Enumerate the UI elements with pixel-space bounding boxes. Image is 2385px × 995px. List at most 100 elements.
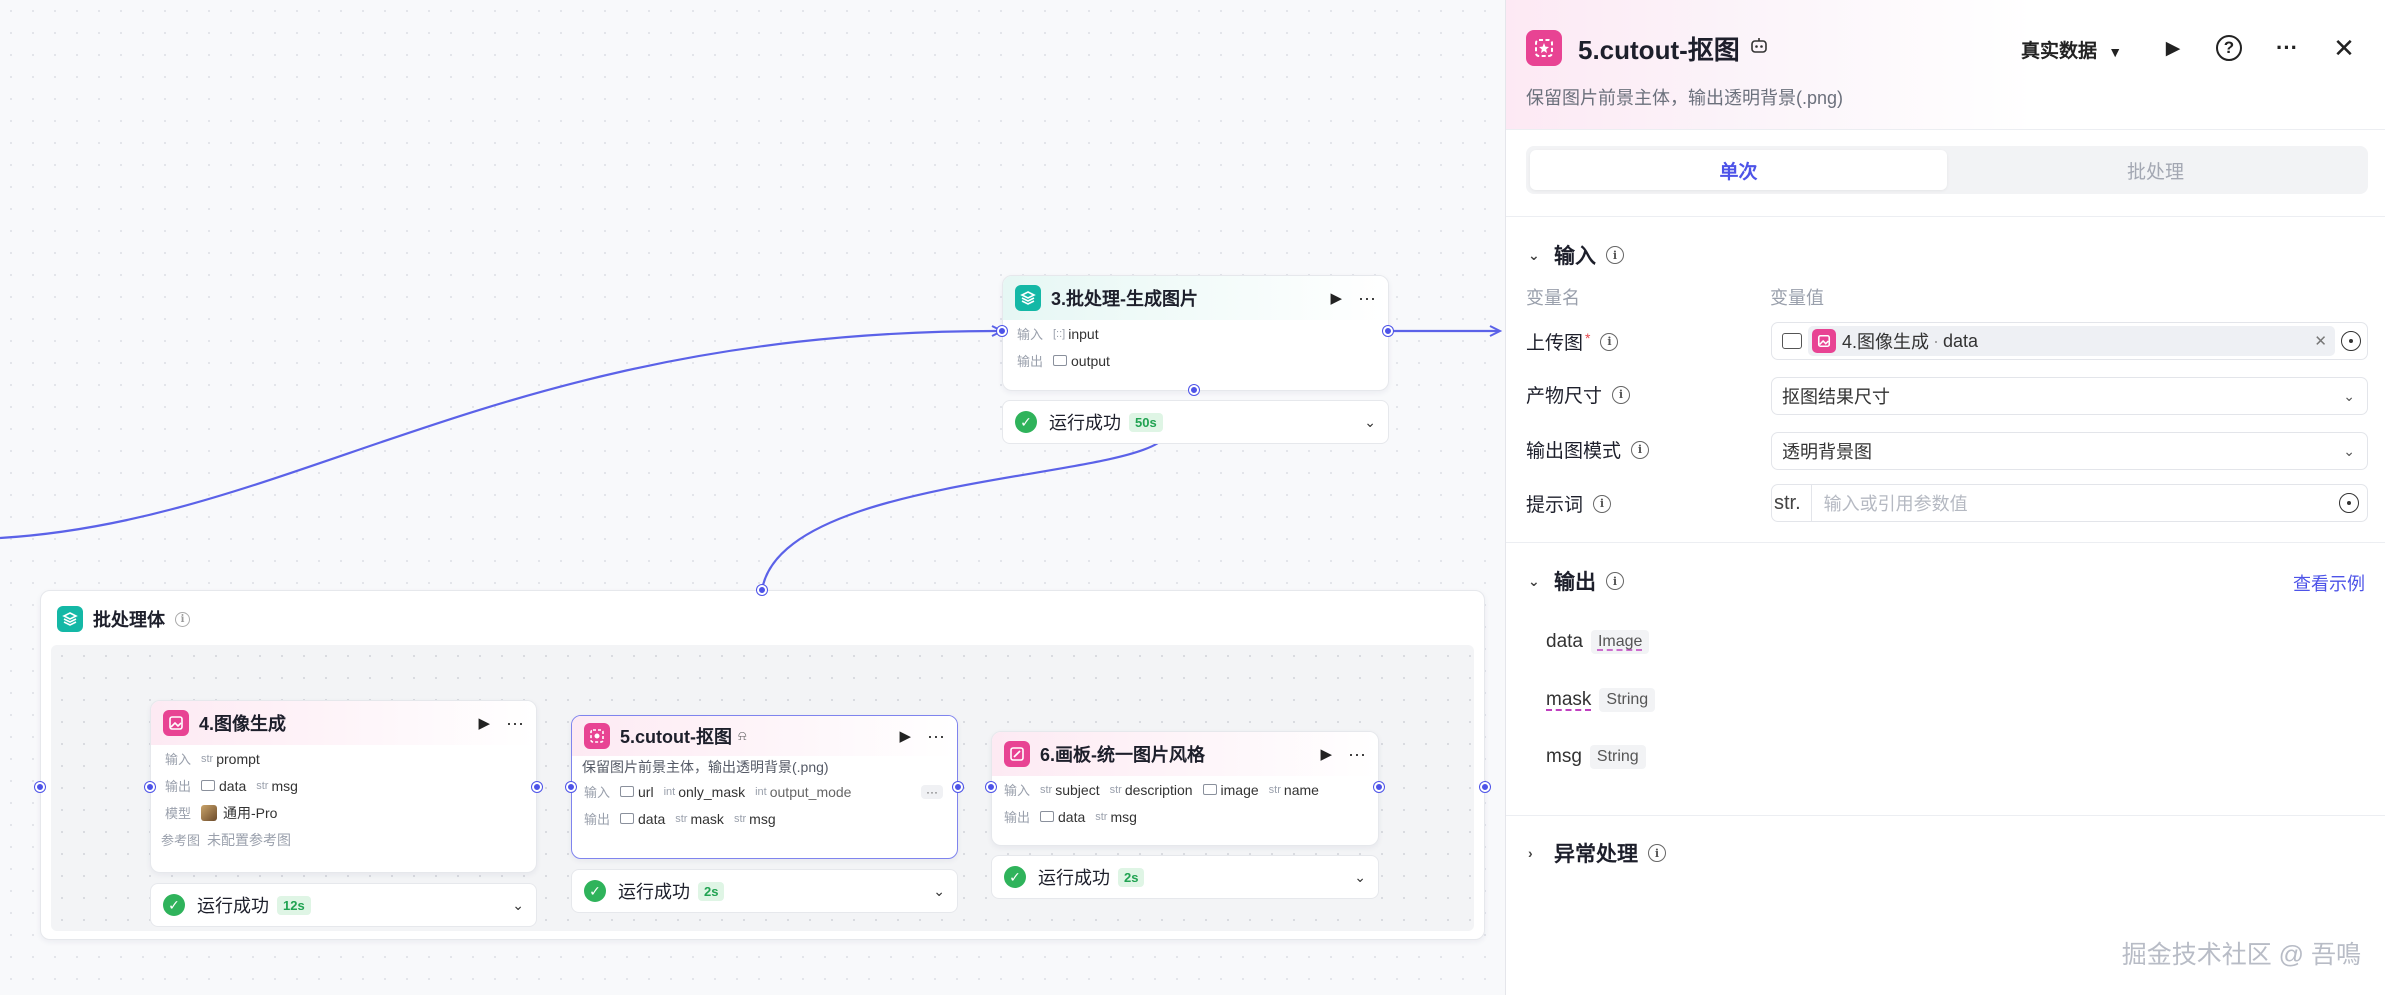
chevron-down-icon[interactable]: ⌄ (933, 882, 945, 899)
param-name: subject (1055, 781, 1100, 798)
info-icon[interactable]: i (1600, 332, 1619, 351)
more-icon[interactable]: ··· (2276, 35, 2298, 60)
input-section-header[interactable]: ⌄ 输入 i (1528, 240, 1624, 270)
ref-node-name: 4.图像生成 (1842, 332, 1930, 352)
node-4-status[interactable]: ✓ 运行成功 12s ⌄ (150, 883, 537, 927)
port-node4-out[interactable] (532, 782, 542, 792)
view-example-link[interactable]: 查看示例 (2293, 574, 2365, 594)
output-size-select[interactable]: 抠图结果尺寸 ⌄ (1771, 377, 2368, 415)
node-5-cutout[interactable]: 5.cutout-抠图 ⍾ ▶ ··· 保留图片前景主体，输出透明背景(.png… (571, 715, 958, 859)
reference-picker-icon[interactable] (2341, 331, 2361, 351)
port-node3-bottom[interactable] (1189, 385, 1199, 395)
node-title: 6.画板-统一图片风格 (1040, 745, 1206, 765)
tab-batch[interactable]: 批处理 (2126, 161, 2184, 183)
input-label: 输入 (1004, 783, 1031, 798)
info-icon[interactable]: i (1606, 572, 1624, 590)
info-icon[interactable]: i (1612, 385, 1631, 404)
info-icon[interactable]: i (1606, 246, 1624, 264)
info-icon[interactable]: i (1631, 440, 1650, 459)
output-label: 输出 (1017, 354, 1044, 369)
field-label-mode: 输出图模式 i (1526, 436, 1650, 463)
output-type: String (1599, 688, 1656, 712)
chevron-down-icon[interactable]: ⌄ (1354, 868, 1366, 885)
input-label: 输入 (1017, 327, 1044, 342)
chevron-down-icon[interactable]: ⌄ (1364, 413, 1376, 430)
more-icon[interactable]: ··· (506, 712, 524, 733)
chevron-down-icon: ⌄ (2343, 442, 2355, 459)
play-icon[interactable]: ▶ (1320, 746, 1333, 763)
panel-title: 5.cutout-抠图 (1578, 35, 1740, 65)
select-value: 透明背景图 (1782, 442, 1872, 462)
more-icon[interactable]: ··· (1358, 287, 1376, 308)
param-data: data (1040, 809, 1085, 825)
node-3-batch-generate[interactable]: 3.批处理-生成图片 ▶ ··· 输入 [::]input 输出 output (1002, 275, 1389, 391)
status-text: 运行成功 (197, 896, 269, 916)
close-icon[interactable]: ✕ (2333, 32, 2355, 63)
port-batch-out[interactable] (1480, 782, 1490, 792)
prompt-placeholder[interactable]: 输入或引用参数值 (1823, 494, 1968, 514)
panel-description: 保留图片前景主体，输出透明背景(.png) (1526, 88, 1844, 108)
port-node6-out[interactable] (1374, 782, 1384, 792)
node-5-status[interactable]: ✓ 运行成功 2s ⌄ (571, 869, 958, 913)
port-node6-in[interactable] (986, 782, 996, 792)
output-type: Image (1590, 630, 1650, 654)
param-name: mask (690, 810, 724, 827)
output-mode-select[interactable]: 透明背景图 ⌄ (1771, 432, 2368, 470)
input-label: 输入 (584, 785, 611, 800)
caret-down-icon: ▼ (2108, 44, 2123, 60)
output-row: msg String (1546, 745, 1646, 769)
more-icon[interactable]: ··· (927, 725, 945, 746)
param-name: data (219, 777, 247, 794)
input-label: 输入 (165, 752, 192, 767)
upload-image-field[interactable]: 4.图像生成 · data ✕ (1771, 322, 2368, 360)
workflow-canvas[interactable]: 3.批处理-生成图片 ▶ ··· 输入 [::]input 输出 output … (0, 0, 1505, 995)
prompt-input[interactable]: str. 输入或引用参数值 (1771, 484, 2368, 522)
str-type-icon: str (1040, 783, 1053, 796)
param-name: msg (271, 777, 298, 794)
play-icon[interactable]: ▶ (899, 728, 912, 745)
port-batch-top[interactable] (757, 585, 767, 595)
info-icon[interactable]: i (1593, 494, 1612, 513)
label-text: 输出图模式 (1526, 441, 1622, 462)
status-time: 50s (1129, 412, 1163, 432)
play-icon[interactable]: ▶ (1330, 290, 1343, 307)
node-6-status[interactable]: ✓ 运行成功 2s ⌄ (991, 855, 1379, 899)
play-icon[interactable]: ▶ (478, 715, 491, 732)
more-params-button[interactable]: ··· (921, 784, 943, 799)
node-title: 5.cutout-抠图 (620, 727, 732, 747)
port-batch-in[interactable] (35, 782, 45, 792)
port-node3-in[interactable] (997, 326, 1007, 336)
status-text: 运行成功 (618, 882, 690, 902)
section-title: 输入 (1554, 245, 1596, 268)
str-type-icon: str (201, 752, 214, 765)
clear-icon[interactable]: ✕ (2314, 333, 2327, 350)
port-node3-out[interactable] (1383, 326, 1393, 336)
reference-tag[interactable]: 4.图像生成 · data ✕ (1808, 326, 2335, 356)
info-icon[interactable]: i (175, 611, 190, 627)
image-type-icon (1202, 784, 1217, 795)
more-icon[interactable]: ··· (1348, 743, 1366, 764)
param-name: output_mode (769, 783, 852, 800)
port-node5-in[interactable] (566, 782, 576, 792)
info-icon[interactable]: i (1648, 844, 1666, 862)
param-name: msg (749, 810, 776, 827)
port-node4-in[interactable] (145, 782, 155, 792)
chevron-down-icon[interactable]: ⌄ (512, 896, 524, 913)
exception-section-header[interactable]: › 异常处理 i (1528, 838, 1666, 868)
param-name: output (1071, 352, 1110, 369)
port-node5-out[interactable] (953, 782, 963, 792)
help-icon[interactable]: ? (2211, 30, 2247, 66)
output-name: mask (1546, 689, 1592, 710)
output-section-header[interactable]: ⌄ 输出 i (1528, 566, 1624, 596)
run-button[interactable]: ▶ (2165, 37, 2181, 59)
divider (1506, 815, 2385, 816)
output-label: 输出 (1004, 810, 1031, 825)
tab-single[interactable]: 单次 (1530, 150, 1947, 190)
cutout-icon (1526, 30, 1562, 66)
data-mode-select[interactable]: 真实数据 ▼ (2021, 36, 2122, 63)
reference-picker-icon[interactable] (2339, 493, 2359, 513)
node-3-status[interactable]: ✓ 运行成功 50s ⌄ (1002, 400, 1389, 444)
